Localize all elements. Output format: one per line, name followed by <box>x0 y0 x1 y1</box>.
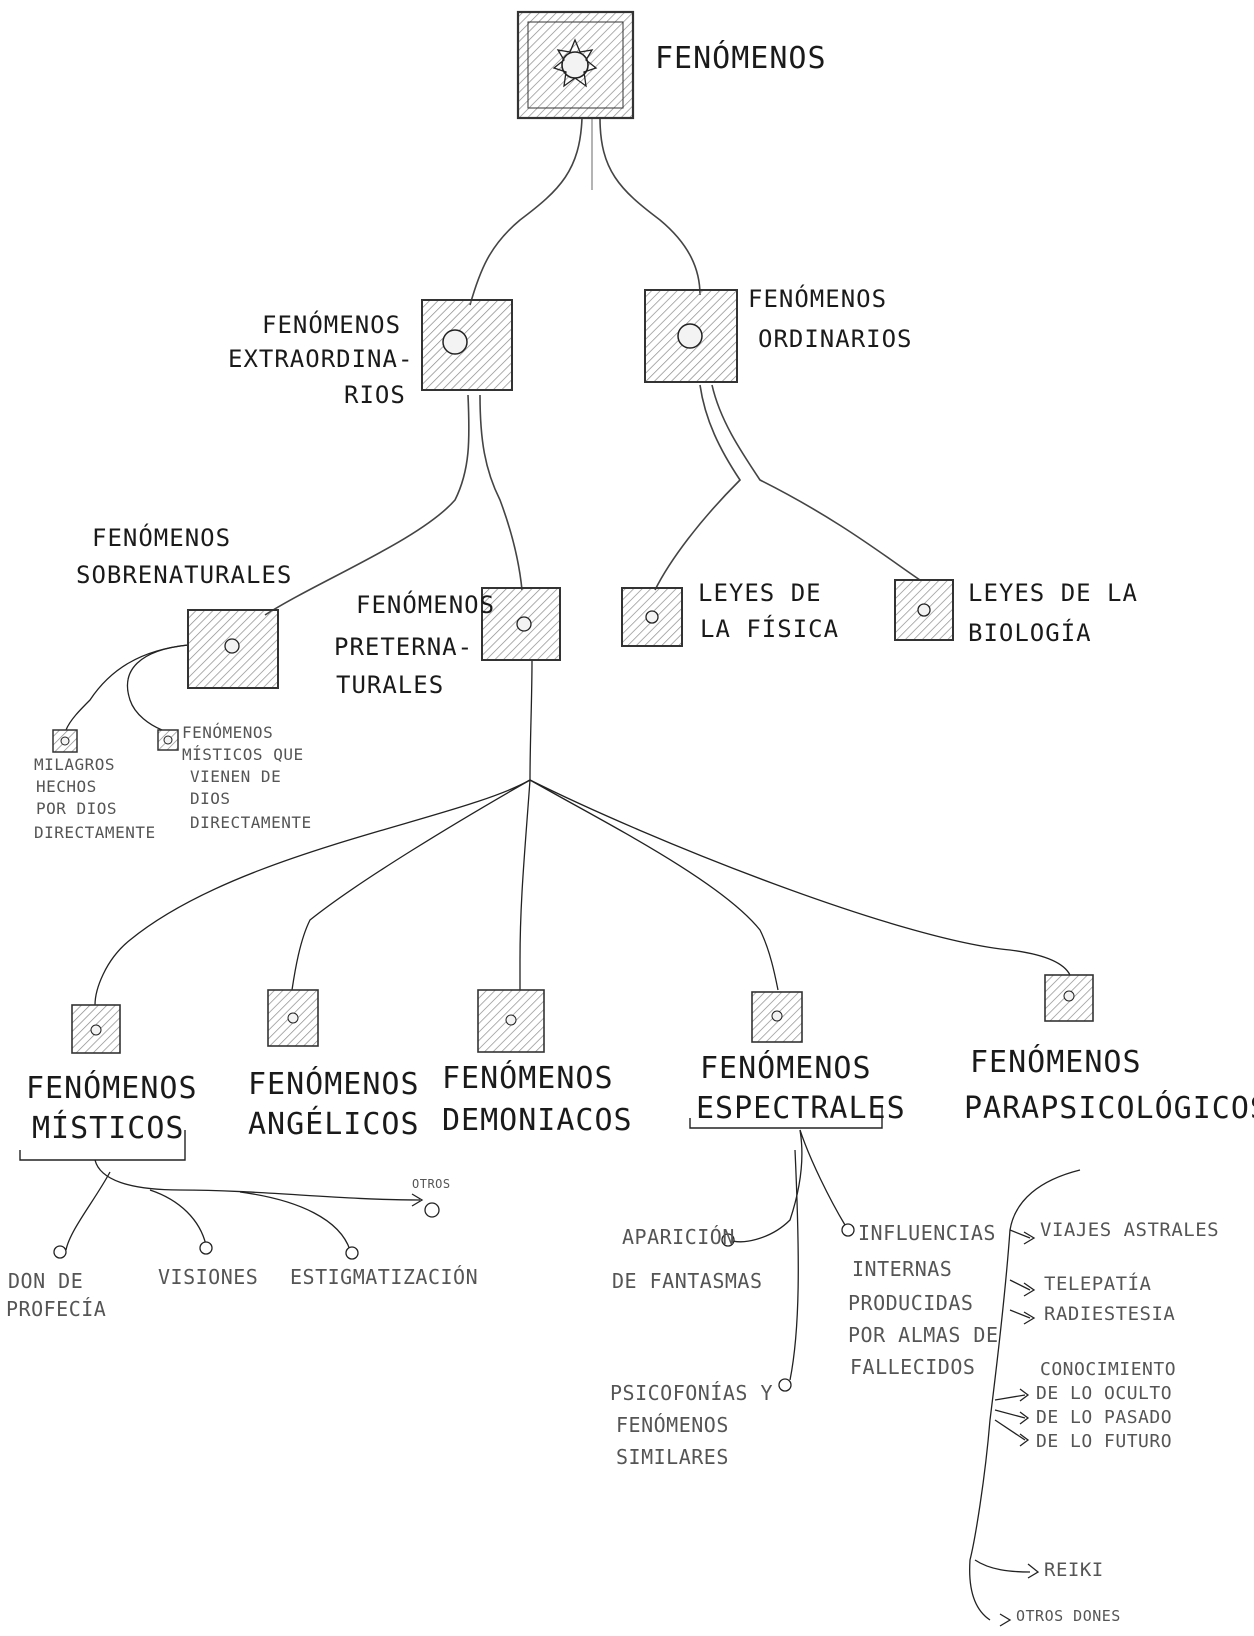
demoniacos-line-2: DEMONIACOS <box>442 1103 633 1138</box>
label-telepatia: TELEPATÍA <box>1044 1273 1152 1295</box>
leaf-circle-influencias <box>841 1223 855 1237</box>
influencias-line-3: PRODUCIDAS <box>848 1291 974 1315</box>
milagros-line-1: MILAGROS <box>34 755 116 774</box>
label-otros: OTROS <box>412 1177 451 1191</box>
misticos-dios-line-5: DIRECTAMENTE <box>190 813 312 832</box>
angelicos-line-2: ANGÉLICOS <box>248 1107 420 1142</box>
fisica-line-2: LA FÍSICA <box>700 615 840 643</box>
leaf-circle-psicofonias <box>778 1378 792 1392</box>
demoniacos-line-1: FENÓMENOS <box>442 1061 614 1096</box>
node-extraordinarios <box>421 299 513 391</box>
fisica-line-1: LEYES DE <box>698 579 822 607</box>
biologia-line-1: LEYES DE LA <box>968 579 1138 607</box>
espectrales-line-1: FENÓMENOS <box>700 1051 872 1086</box>
node-misticos <box>71 1004 121 1054</box>
node-fisica <box>621 587 683 647</box>
influencias-line-2: INTERNAS <box>852 1257 953 1281</box>
node-espectrales <box>751 991 803 1043</box>
psicofonias-line-2: FENÓMENOS <box>616 1413 729 1437</box>
sobrenaturales-line-1: FENÓMENOS <box>92 524 232 552</box>
trunk-connectors <box>264 117 921 616</box>
node-parapsicologicos <box>1044 974 1094 1022</box>
leaf-circle-don <box>53 1245 67 1259</box>
extraordinarios-line-1: FENÓMENOS <box>262 311 402 339</box>
milagros-line-2: HECHOS <box>36 777 97 796</box>
misticos-line-1: FENÓMENOS <box>26 1071 198 1106</box>
node-misticos-dios <box>157 729 179 751</box>
preternaturales-line-2: PRETERNA- <box>334 633 474 661</box>
node-demoniacos <box>477 989 545 1053</box>
preternaturales-line-3: TURALES <box>336 671 445 699</box>
node-milagros <box>52 729 78 753</box>
node-sobrenaturales <box>187 609 279 689</box>
label-radiestesia: RADIESTESIA <box>1044 1303 1176 1325</box>
influencias-line-5: FALLECIDOS <box>850 1355 976 1379</box>
influencias-line-1: INFLUENCIAS <box>858 1221 996 1245</box>
node-ordinarios <box>644 289 738 383</box>
node-biologia <box>894 579 954 641</box>
node-angelicos <box>267 989 319 1047</box>
aparicion-line-2: DE FANTASMAS <box>612 1269 763 1293</box>
label-viajes: VIAJES ASTRALES <box>1040 1219 1220 1241</box>
milagros-line-3: POR DIOS <box>36 799 118 818</box>
espectrales-line-2: ESPECTRALES <box>696 1091 906 1126</box>
don-line-2: PROFECÍA <box>6 1297 107 1321</box>
biologia-line-2: BIOLOGÍA <box>968 619 1092 647</box>
root-label: FENÓMENOS <box>655 41 827 76</box>
leaf-circle-otros <box>424 1202 440 1218</box>
misticos-dios-line-2: MÍSTICOS QUE <box>182 745 304 764</box>
milagros-line-4: DIRECTAMENTE <box>34 823 156 842</box>
label-pasado: DE LO PASADO <box>1036 1407 1173 1428</box>
extraordinarios-line-3: RIOS <box>344 381 406 409</box>
label-oculto: DE LO OCULTO <box>1036 1383 1173 1404</box>
label-conocimiento: CONOCIMIENTO <box>1040 1359 1177 1380</box>
label-otros-dones: OTROS DONES <box>1016 1607 1121 1625</box>
label-futuro: DE LO FUTURO <box>1036 1431 1173 1452</box>
extraordinarios-line-2: EXTRAORDINA- <box>228 345 414 373</box>
parapsicologicos-line-2: PARAPSICOLÓGICOS <box>964 1091 1254 1126</box>
leaf-circle-aparicion <box>721 1233 735 1247</box>
influencias-line-4: POR ALMAS DE <box>848 1323 999 1347</box>
node-root <box>516 10 635 120</box>
misticos-dios-line-3: VIENEN DE <box>190 767 282 786</box>
angelicos-line-1: FENÓMENOS <box>248 1067 420 1102</box>
leaf-circle-estigmatizacion <box>345 1246 359 1260</box>
misticos-dios-line-1: FENÓMENOS <box>182 723 274 742</box>
label-estigmatizacion: ESTIGMATIZACIÓN <box>290 1265 479 1289</box>
label-reiki: REIKI <box>1044 1559 1104 1581</box>
psicofonias-line-3: SIMILARES <box>616 1445 729 1469</box>
arrowheads <box>411 1193 1040 1627</box>
parapsicologicos-line-1: FENÓMENOS <box>970 1045 1142 1080</box>
ordinarios-line-2: ORDINARIOS <box>758 325 913 353</box>
misticos-dios-line-4: DIOS <box>190 789 231 808</box>
thin-connectors <box>65 644 1081 1621</box>
ordinarios-line-1: FENÓMENOS <box>748 285 888 313</box>
leaf-circle-visiones <box>199 1241 213 1255</box>
sobrenaturales-line-2: SOBRENATURALES <box>76 561 293 589</box>
preternaturales-line-1: FENÓMENOS <box>356 591 496 619</box>
bracket-decorations <box>19 1105 883 1161</box>
leaf-circles <box>53 1202 855 1392</box>
psicofonias-line-1: PSICOFONÍAS Y <box>610 1381 774 1405</box>
don-line-1: DON DE <box>8 1269 84 1293</box>
aparicion-line-1: APARICIÓN <box>622 1225 735 1249</box>
node-preternaturales <box>481 587 561 661</box>
misticos-line-2: MÍSTICOS <box>32 1111 185 1146</box>
label-visiones: VISIONES <box>158 1265 259 1289</box>
